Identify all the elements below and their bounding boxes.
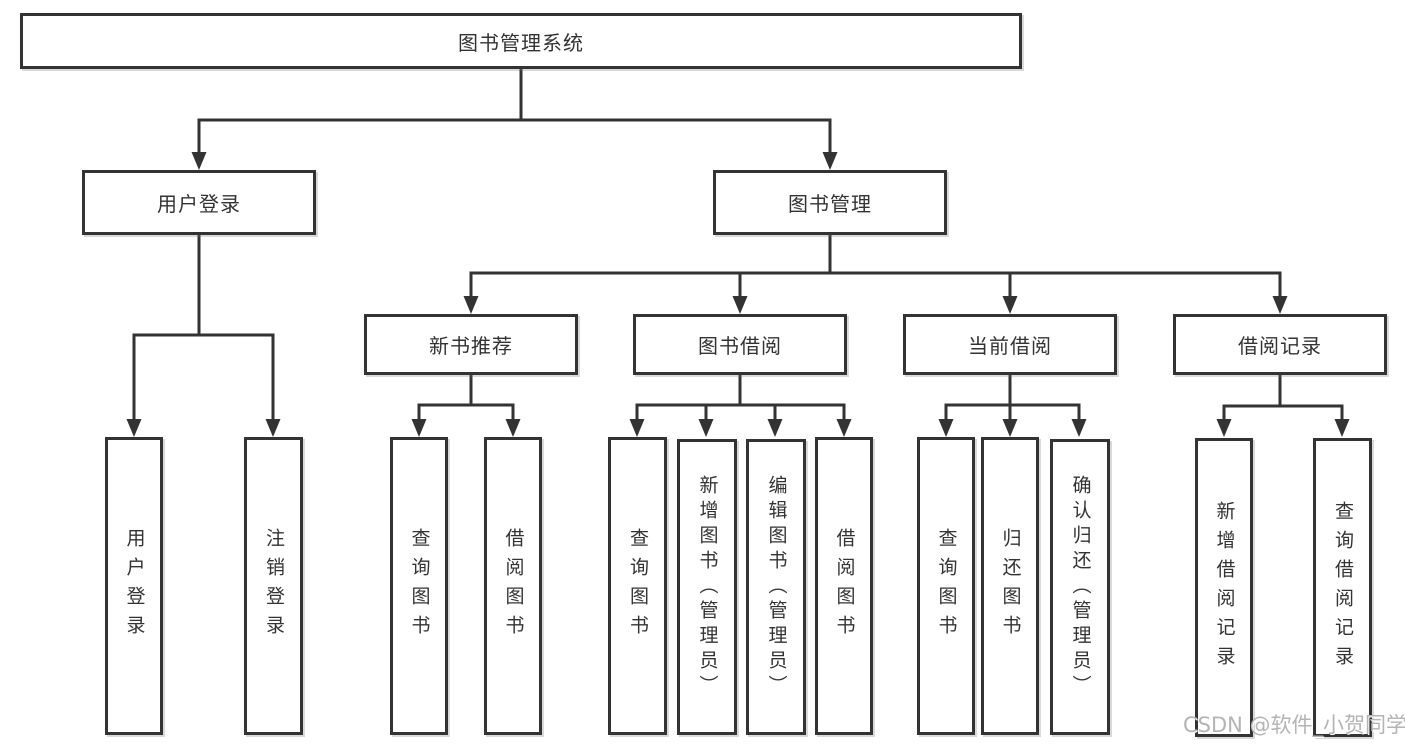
node-book-borrowing: 图书借阅 xyxy=(633,314,847,375)
leaf-query-borrow-record: 查询借阅记录 xyxy=(1313,438,1372,737)
leaf-add-borrow-record-label: 新增借阅记录 xyxy=(1213,500,1236,675)
leaf-query-books-1: 查询图书 xyxy=(390,437,448,735)
node-book-management-label: 图书管理 xyxy=(788,192,872,216)
node-current-borrowing-label: 当前借阅 xyxy=(968,334,1052,358)
node-book-management: 图书管理 xyxy=(713,170,947,235)
leaf-borrow-books-2: 借阅图书 xyxy=(815,437,873,735)
leaf-user-login-label: 用户登录 xyxy=(123,528,146,644)
node-root-library-system: 图书管理系统 xyxy=(20,13,1022,69)
node-new-book-recommend: 新书推荐 xyxy=(364,314,578,375)
leaf-confirm-return-admin: 确认归还（管理员） xyxy=(1050,439,1110,735)
leaf-add-books-admin: 新增图书（管理员） xyxy=(677,439,737,735)
node-current-borrowing: 当前借阅 xyxy=(903,314,1117,375)
leaf-return-books: 归还图书 xyxy=(981,437,1039,735)
node-borrowing-records: 借阅记录 xyxy=(1173,314,1387,375)
leaf-query-books-3: 查询图书 xyxy=(917,437,975,735)
leaf-logout-label: 注销登录 xyxy=(263,528,285,644)
leaf-add-books-admin-label: 新增图书（管理员） xyxy=(696,474,719,700)
connector-new-book-branch xyxy=(417,375,515,420)
leaf-edit-books-admin-label: 编辑图书（管理员） xyxy=(765,474,788,700)
leaf-query-books-1-label: 查询图书 xyxy=(408,528,431,644)
connector-current-borrow-branch xyxy=(944,375,1081,420)
leaf-borrow-books-1-label: 借阅图书 xyxy=(502,528,525,644)
leaf-borrow-books-1: 借阅图书 xyxy=(484,437,542,735)
node-user-login: 用户登录 xyxy=(82,170,316,235)
leaf-logout: 注销登录 xyxy=(244,437,303,735)
leaf-add-borrow-record: 新增借阅记录 xyxy=(1195,438,1253,737)
node-root-label: 图书管理系统 xyxy=(458,30,584,55)
arrowheads xyxy=(126,152,1350,437)
node-borrowing-records-label: 借阅记录 xyxy=(1238,334,1322,358)
node-book-borrowing-label: 图书借阅 xyxy=(698,334,782,358)
leaf-query-books-3-label: 查询图书 xyxy=(935,528,958,644)
connector-book-borrow-branch xyxy=(635,375,846,420)
leaf-query-borrow-record-label: 查询借阅记录 xyxy=(1332,500,1354,675)
connector-root-to-level2 xyxy=(197,69,832,153)
leaf-query-books-2: 查询图书 xyxy=(608,437,667,735)
leaf-query-books-2-label: 查询图书 xyxy=(627,528,649,644)
connector-borrow-record-branch xyxy=(1222,375,1344,420)
leaf-edit-books-admin: 编辑图书（管理员） xyxy=(746,439,806,735)
leaf-return-books-label: 归还图书 xyxy=(999,528,1022,644)
node-user-login-label: 用户登录 xyxy=(157,192,241,216)
connector-book-mgmt-branch xyxy=(469,235,1282,297)
leaf-confirm-return-admin-label: 确认归还（管理员） xyxy=(1069,474,1092,700)
csdn-watermark: CSDN @软件_小贺同学 xyxy=(1183,713,1405,737)
leaf-user-login: 用户登录 xyxy=(105,437,163,735)
leaf-borrow-books-2-label: 借阅图书 xyxy=(833,528,856,644)
connector-user-login-branch xyxy=(132,235,275,420)
node-new-book-recommend-label: 新书推荐 xyxy=(429,334,513,358)
